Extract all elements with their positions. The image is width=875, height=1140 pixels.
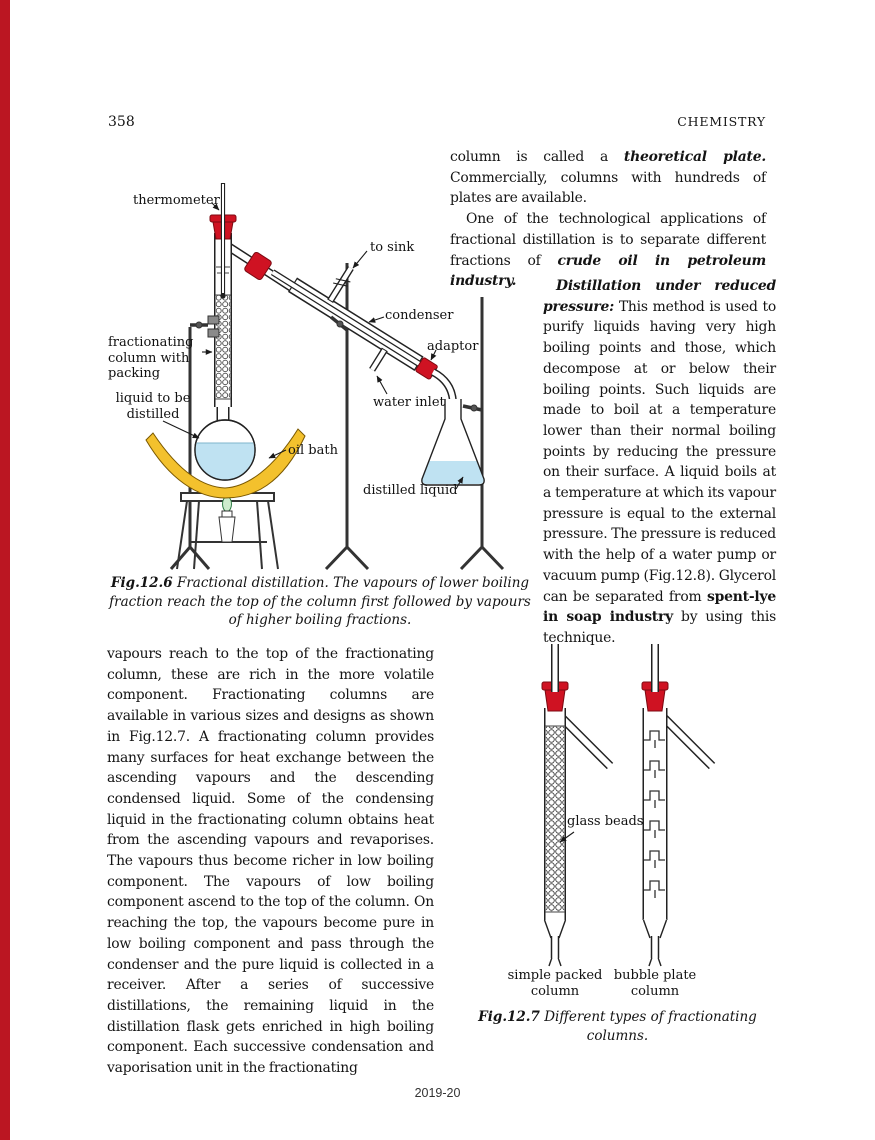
fig127-caption: Fig.12.7 Different types of fractionatin… bbox=[450, 1008, 785, 1045]
text-run: by using this technique. bbox=[543, 609, 777, 646]
label-condenser: condenser bbox=[385, 308, 454, 323]
burner-icon bbox=[218, 496, 236, 543]
body-text-block: vapours reach to the top of the fraction… bbox=[107, 644, 434, 1079]
label-bubble-plate-column: bubble plate column bbox=[613, 968, 697, 999]
label-distilled-liquid: distilled liquid bbox=[363, 483, 458, 498]
text-run: This method is used to purify liquids ha… bbox=[543, 298, 776, 605]
bubble-plate-column bbox=[641, 644, 716, 967]
text-run-bold-italic: Distillation under reduced pressure: bbox=[543, 278, 776, 315]
label-oil-bath: oil bath bbox=[288, 443, 338, 458]
page-header: 358 CHEMISTRY bbox=[108, 114, 766, 130]
figure-12-6: thermometer to sink condenser adaptor fr… bbox=[105, 145, 535, 573]
fig127-caption-text: Different types of fractionating columns… bbox=[544, 1009, 757, 1044]
text-run: One of the technological applications of… bbox=[450, 211, 766, 269]
paragraph-reduced-pressure: Distillation under reduced pressure: Thi… bbox=[543, 276, 776, 649]
oil-bath-shape bbox=[145, 428, 306, 499]
paragraph-fractionating: vapours reach to the top of the fraction… bbox=[107, 646, 434, 1077]
figure-12-7: glass beads simple packed column bubble … bbox=[450, 638, 785, 1006]
label-glass-beads: glass beads bbox=[567, 814, 644, 829]
clamps bbox=[190, 315, 483, 412]
label-thermometer: thermometer bbox=[133, 193, 220, 208]
fig127-caption-label: Fig.12.7 bbox=[478, 1009, 540, 1025]
receiving-flask bbox=[421, 399, 485, 486]
label-fractionating-column: fractionating column with packing bbox=[108, 335, 194, 381]
label-arrows bbox=[162, 202, 464, 490]
thermometer-drawing bbox=[220, 183, 226, 299]
label-to-sink: to sink bbox=[370, 240, 415, 255]
paragraph-theoretical-plate: column is called a theoretical plate. Co… bbox=[450, 147, 766, 209]
arm-connector bbox=[244, 251, 272, 281]
reduced-pressure-block: Distillation under reduced pressure: Thi… bbox=[543, 276, 776, 649]
bubble-plates bbox=[644, 730, 665, 898]
distillation-flask bbox=[194, 419, 256, 481]
page-footer: 2019-20 bbox=[414, 1086, 461, 1100]
text-run: Commercially, columns with hundreds of p… bbox=[450, 169, 766, 207]
text-run-bold: spent-lye in soap industry bbox=[543, 588, 776, 626]
label-adaptor: adaptor bbox=[427, 339, 479, 354]
glass-beads-arrow bbox=[559, 831, 575, 843]
text-run: column is called a bbox=[450, 149, 624, 165]
fractional-distillation-diagram bbox=[145, 183, 505, 571]
text-run-bold-italic: crude oil in petroleum industry. bbox=[450, 252, 766, 290]
page-edge-bar bbox=[0, 0, 10, 1140]
label-water-inlet: water inlet bbox=[373, 395, 445, 410]
label-liquid-to-be-distilled: liquid to be distilled bbox=[115, 391, 191, 422]
label-simple-packed-column: simple packed column bbox=[507, 968, 603, 999]
intro-text-block: column is called a theoretical plate. Co… bbox=[450, 147, 766, 292]
fig126-caption-text: Fractional distillation. The vapours of … bbox=[109, 575, 531, 628]
text-run-bold-italic: theoretical plate. bbox=[623, 149, 766, 165]
paragraph-applications: One of the technological applications of… bbox=[450, 209, 766, 292]
condenser-drawing bbox=[270, 266, 438, 380]
page-number: 358 bbox=[108, 114, 135, 130]
fractionating-columns-diagram bbox=[541, 644, 716, 967]
fig126-caption-label: Fig.12.6 bbox=[110, 575, 173, 591]
fig126-caption: Fig.12.6 Fractional distillation. The va… bbox=[108, 574, 532, 630]
simple-packed-column bbox=[541, 644, 614, 967]
running-head: CHEMISTRY bbox=[677, 114, 766, 129]
